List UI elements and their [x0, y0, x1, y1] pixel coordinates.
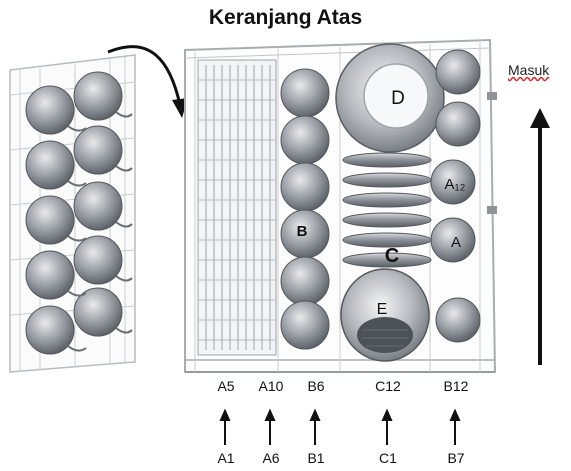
c-column-saucers: [342, 152, 432, 268]
letter-a12: A₁₂: [445, 176, 466, 193]
letter-a: A: [451, 234, 461, 251]
position-label-top: B6: [307, 378, 325, 394]
insert-arrow: [530, 108, 550, 365]
right-column-cups: [430, 49, 481, 343]
letter-c: C: [385, 245, 399, 267]
position-label-top: A5: [217, 378, 235, 394]
letter-e: E: [377, 301, 388, 318]
plate-d: [335, 43, 445, 153]
position-label-bottom: A1: [217, 450, 235, 466]
position-label-bottom: C1: [379, 450, 397, 466]
position-arrows: [219, 408, 461, 445]
position-label-bottom: A6: [262, 450, 280, 466]
b-column-cups: [280, 68, 330, 350]
diagram-title: Keranjang Atas: [208, 6, 363, 29]
side-cup-rack: [9, 54, 136, 373]
letter-b: B: [297, 223, 308, 240]
item-letters: D A₁₂ A B C E: [297, 88, 466, 318]
position-label-top: C12: [375, 378, 401, 394]
position-label-top: A10: [258, 378, 284, 394]
position-label-top: B12: [443, 378, 469, 394]
insert-label: Masuk: [508, 62, 550, 78]
position-label-bottom: B7: [447, 450, 465, 466]
position-label-bottom: B1: [307, 450, 325, 466]
cutlery-rack: [197, 59, 277, 356]
letter-d: D: [391, 88, 405, 109]
bowl-e: [340, 268, 430, 362]
